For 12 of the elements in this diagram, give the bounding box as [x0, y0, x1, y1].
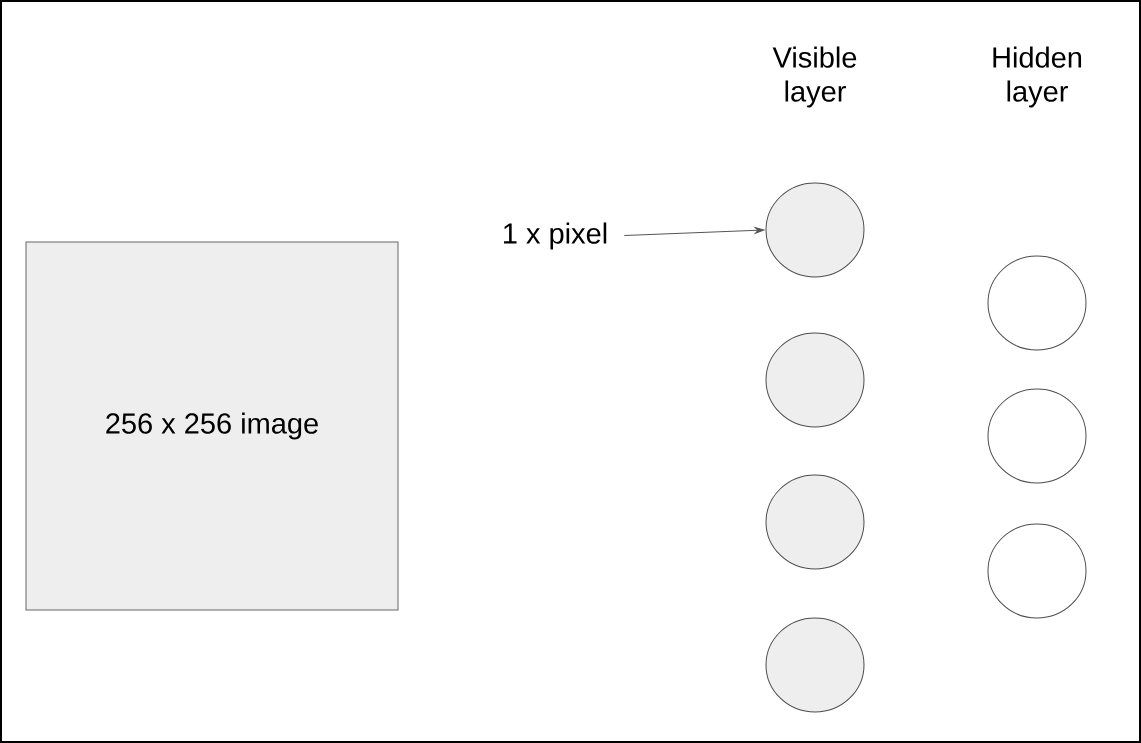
pixel-label: 1 x pixel	[504, 222, 607, 250]
image-box: 256 x 256 image	[25, 241, 399, 611]
layer-heading: Hidden layer	[993, 46, 1082, 108]
neuron-circle	[765, 474, 865, 570]
neuron-circle	[765, 617, 865, 713]
neuron-circle	[765, 182, 865, 278]
leader-arrow	[623, 227, 765, 236]
neuron-circle	[987, 255, 1087, 351]
neuron-circle	[987, 388, 1087, 484]
layer-heading: Visible layer	[772, 46, 857, 108]
neuron-circle	[765, 332, 865, 428]
neuron-circle	[987, 523, 1087, 619]
